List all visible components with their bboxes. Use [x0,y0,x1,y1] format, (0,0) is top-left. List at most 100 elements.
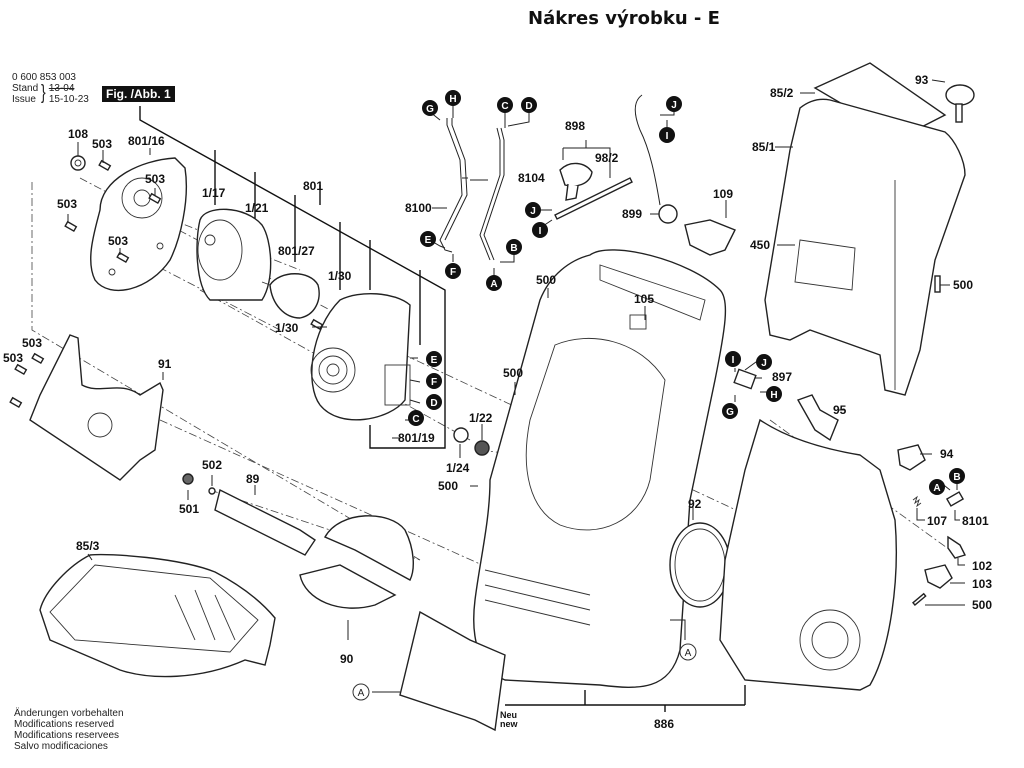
svg-text:A: A [490,279,497,290]
label-450: 450 [750,238,770,252]
label-801-27: 801/27 [278,244,315,258]
label-503: 503 [57,197,77,211]
issue-label: Issue [12,94,36,105]
connector-E: E [420,231,436,247]
part-washer-108 [70,155,86,171]
label-503: 503 [145,172,165,186]
part-seal-92 [669,522,731,608]
svg-text:J: J [671,100,677,111]
svg-text:E: E [431,355,438,366]
footnote: Änderungen vorbehalten Modifications res… [14,708,124,752]
label-107: 107 [927,514,947,528]
connector-H: H [445,90,461,106]
label-1-30: 1/30 [328,269,352,283]
label-95: 95 [833,403,847,417]
part-knob-93 [945,84,975,123]
svg-text:E: E [425,235,432,246]
label-500: 500 [503,366,523,380]
svg-text:D: D [525,101,532,112]
connector-J: J [525,202,541,218]
label-897: 897 [772,370,792,384]
reference-markers: A A [352,643,697,701]
part-bracket-95 [796,394,839,442]
label-8104: 8104 [518,171,545,185]
part-screw-500 [934,275,941,293]
svg-text:I: I [666,131,669,142]
connector-F: F [445,263,461,279]
part-connector-897 [733,368,757,390]
label-1-24: 1/24 [446,461,470,475]
connector-J: J [756,354,772,370]
stand-value: 13-04 [48,83,75,94]
part-gear-cover [90,157,188,292]
label-109: 109 [713,187,733,201]
assembly-bracket-801 [139,106,446,449]
label-103: 103 [972,577,992,591]
connector-D: D [521,97,537,113]
svg-text:J: J [761,358,767,369]
issue-value: 15-10-23 [48,94,89,105]
label-500: 500 [536,273,556,287]
part-chute [399,610,506,732]
part-blade-89 [214,488,316,556]
part-102 [947,535,966,559]
connector-E: E [426,351,442,367]
part-cutting-disc-90 [299,515,414,609]
svg-text:B: B [510,243,517,254]
svg-text:F: F [431,377,437,388]
label-503: 503 [92,137,112,151]
label-108: 108 [68,127,88,141]
part-screws-503 [9,159,162,409]
label-93: 93 [915,73,929,87]
part-plug-8101 [945,491,965,507]
part-motor [196,208,272,301]
connector-D: D [426,394,442,410]
svg-text:F: F [450,267,456,278]
label-1-17: 1/17 [202,186,226,200]
connector-A: A [929,479,945,495]
svg-text:B: B [953,472,960,483]
part-washer-1-24 [453,427,469,443]
part-switch-898 [554,162,633,220]
part-hopper [764,98,966,396]
label-90: 90 [340,652,354,666]
part-main-housing [473,249,727,688]
reference-A: A [679,643,697,661]
document-info: 0 600 853 003 Stand Issue } 13-04 15-10-… [12,72,89,105]
svg-text:I: I [539,226,542,237]
label-500: 500 [438,479,458,493]
svg-text:D: D [430,398,437,409]
part-cable-899 [634,94,661,206]
part-motor-housing [310,292,411,421]
part-cap-94 [897,444,926,471]
label-98-2: 98/2 [595,151,619,165]
label-1-22: 1/22 [469,411,493,425]
part-clip-109 [684,219,736,256]
label-500: 500 [972,598,992,612]
label-503: 503 [108,234,128,248]
part-rod-8104 [479,127,501,261]
connector-C: C [408,410,424,426]
connector-A: A [486,275,502,291]
label-503: 503 [22,336,42,350]
part-spring-107 [912,495,922,508]
label-1-30: 1/30 [275,321,299,335]
svg-text:A: A [358,688,365,699]
connector-H: H [766,386,782,402]
part-bolt-501 [182,473,194,485]
label-neu: Neu [500,710,517,720]
connector-C: C [497,97,513,113]
label-94: 94 [940,447,954,461]
connector-I: I [532,222,548,238]
connector-markers: G H C D E F B A J I J I E F D C I J G H … [408,90,965,495]
part-screw-500b [912,592,927,607]
label-89: 89 [246,472,260,486]
label-886: 886 [654,717,674,731]
svg-text:H: H [770,390,777,401]
stand-label: Stand [12,83,39,94]
label-85-2: 85/2 [770,86,794,100]
label-91: 91 [158,357,172,371]
label-92: 92 [688,497,702,511]
label-502: 502 [202,458,222,472]
